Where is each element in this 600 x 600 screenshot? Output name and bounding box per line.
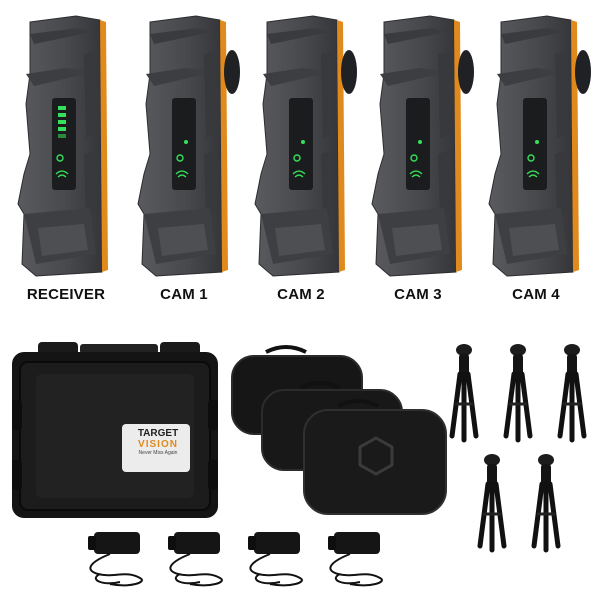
cam-unit-3 bbox=[371, 15, 474, 277]
chargers bbox=[87, 531, 383, 587]
cam-unit-1 bbox=[137, 15, 240, 277]
tripods bbox=[444, 340, 600, 590]
cam-unit-2 bbox=[254, 15, 357, 277]
tripod-4 bbox=[480, 454, 504, 550]
wifi-icon bbox=[409, 170, 423, 178]
hexagon-logo-icon bbox=[358, 436, 394, 476]
charger-4 bbox=[327, 531, 383, 587]
charger-2 bbox=[167, 531, 223, 587]
charger-1 bbox=[87, 531, 143, 587]
brand-line-2: VISION bbox=[138, 439, 178, 450]
tripod-5 bbox=[534, 454, 558, 550]
brand-line-1: TARGET bbox=[137, 428, 179, 439]
receiver-unit bbox=[17, 15, 109, 277]
device-label-cam-1: CAM 1 bbox=[160, 286, 208, 303]
cam-unit-4 bbox=[488, 15, 591, 277]
power-icon bbox=[410, 154, 418, 162]
wifi-icon bbox=[55, 170, 69, 178]
power-icon bbox=[176, 154, 184, 162]
battery-level-icon bbox=[58, 106, 66, 138]
power-icon bbox=[56, 154, 64, 162]
case-brand-label: TARGET VISION Never Miss Again bbox=[126, 428, 190, 457]
charger-3 bbox=[247, 531, 303, 587]
device-label-receiver: RECEIVER bbox=[26, 286, 106, 303]
tripod-3 bbox=[560, 344, 584, 440]
brand-tagline: Never Miss Again bbox=[138, 450, 178, 456]
tripod-2 bbox=[506, 344, 530, 440]
wifi-icon bbox=[175, 170, 189, 178]
device-label-cam-4: CAM 4 bbox=[512, 286, 560, 303]
tripod-1 bbox=[452, 344, 476, 440]
wifi-icon bbox=[526, 170, 540, 178]
hard-case bbox=[12, 342, 218, 518]
power-icon bbox=[527, 154, 535, 162]
soft-cases bbox=[231, 345, 447, 515]
soft-case-front bbox=[303, 399, 447, 515]
device-label-cam-2: CAM 2 bbox=[277, 286, 325, 303]
power-icon bbox=[293, 154, 301, 162]
device-label-cam-3: CAM 3 bbox=[394, 286, 442, 303]
device-row bbox=[17, 15, 591, 277]
wifi-icon bbox=[292, 170, 306, 178]
